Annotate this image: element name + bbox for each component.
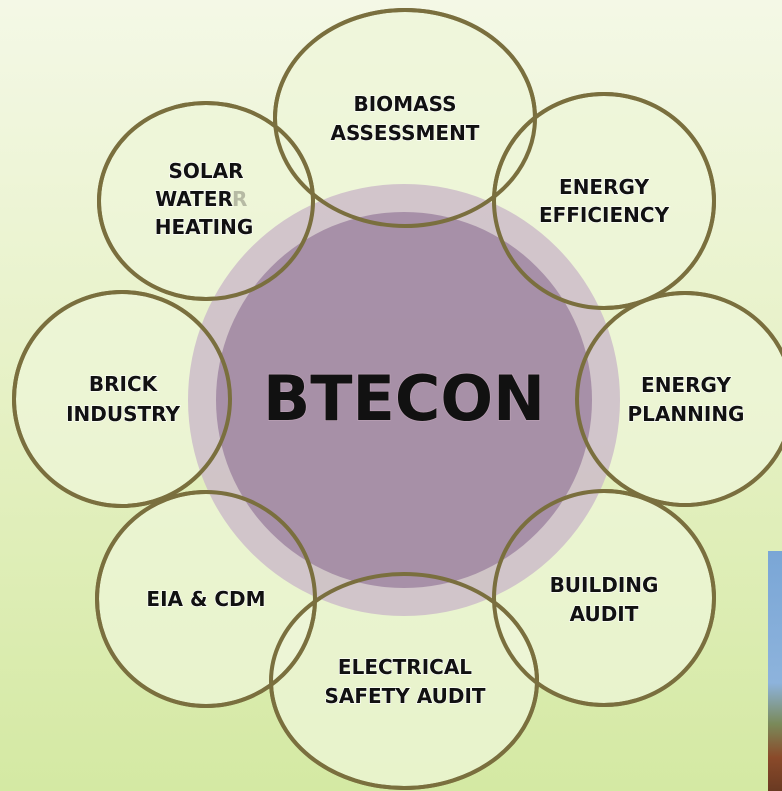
node-label-energy-planning: ENERGY PLANNING (627, 372, 745, 426)
ghost-letter-artifact: R (232, 187, 247, 211)
node-label-solar-water-heating: SOLAR R WATER HEATING (154, 158, 254, 239)
node-label-line: PLANNING (628, 402, 745, 426)
node-label-line: EIA & CDM (146, 587, 265, 611)
node-label-line: AUDIT (570, 602, 639, 626)
cropped-photo-strip (768, 551, 782, 791)
outline-eia-cdm (95, 490, 317, 708)
outline-energy-planning (575, 291, 782, 507)
node-label-brick-industry: BRICK INDUSTRY (65, 371, 181, 426)
node-label-line: BIOMASS (354, 92, 457, 116)
outline-electrical-safety (269, 572, 539, 790)
node-label-eia-cdm: EIA & CDM (146, 586, 266, 611)
outline-building-audit (492, 489, 716, 707)
node-outlines (12, 8, 782, 790)
center-circle (188, 184, 620, 616)
node-label-line: INDUSTRY (66, 402, 180, 426)
node-label-line: ELECTRICAL (338, 655, 472, 679)
node-label-line: SOLAR (168, 159, 243, 183)
node-label-line: BRICK (89, 372, 159, 396)
node-label-electrical-safety-audit: ELECTRICAL SAFETY AUDIT (324, 654, 487, 708)
center-inner-disc (216, 212, 592, 588)
node-label-line: ENERGY (641, 373, 731, 397)
outline-solar-water (97, 101, 315, 301)
node-label-line: ASSESSMENT (331, 121, 480, 145)
outline-brick-industry (12, 290, 232, 508)
node-label-line: BUILDING (550, 573, 659, 597)
node-label-energy-efficiency: ENERGY EFFICIENCY (538, 174, 670, 227)
node-label-line: SAFETY AUDIT (324, 684, 485, 708)
node-label-biomass-assessment: BIOMASS ASSESSMENT (330, 91, 480, 145)
node-label-line: WATER (155, 187, 233, 211)
node-label-line: HEATING (155, 215, 254, 239)
node-label-line: ENERGY (559, 175, 649, 199)
node-label-line: EFFICIENCY (539, 203, 670, 227)
outline-energy-efficiency (492, 92, 716, 310)
node-label-building-audit: BUILDING AUDIT (549, 572, 659, 626)
center-label: BTECON (263, 362, 545, 435)
